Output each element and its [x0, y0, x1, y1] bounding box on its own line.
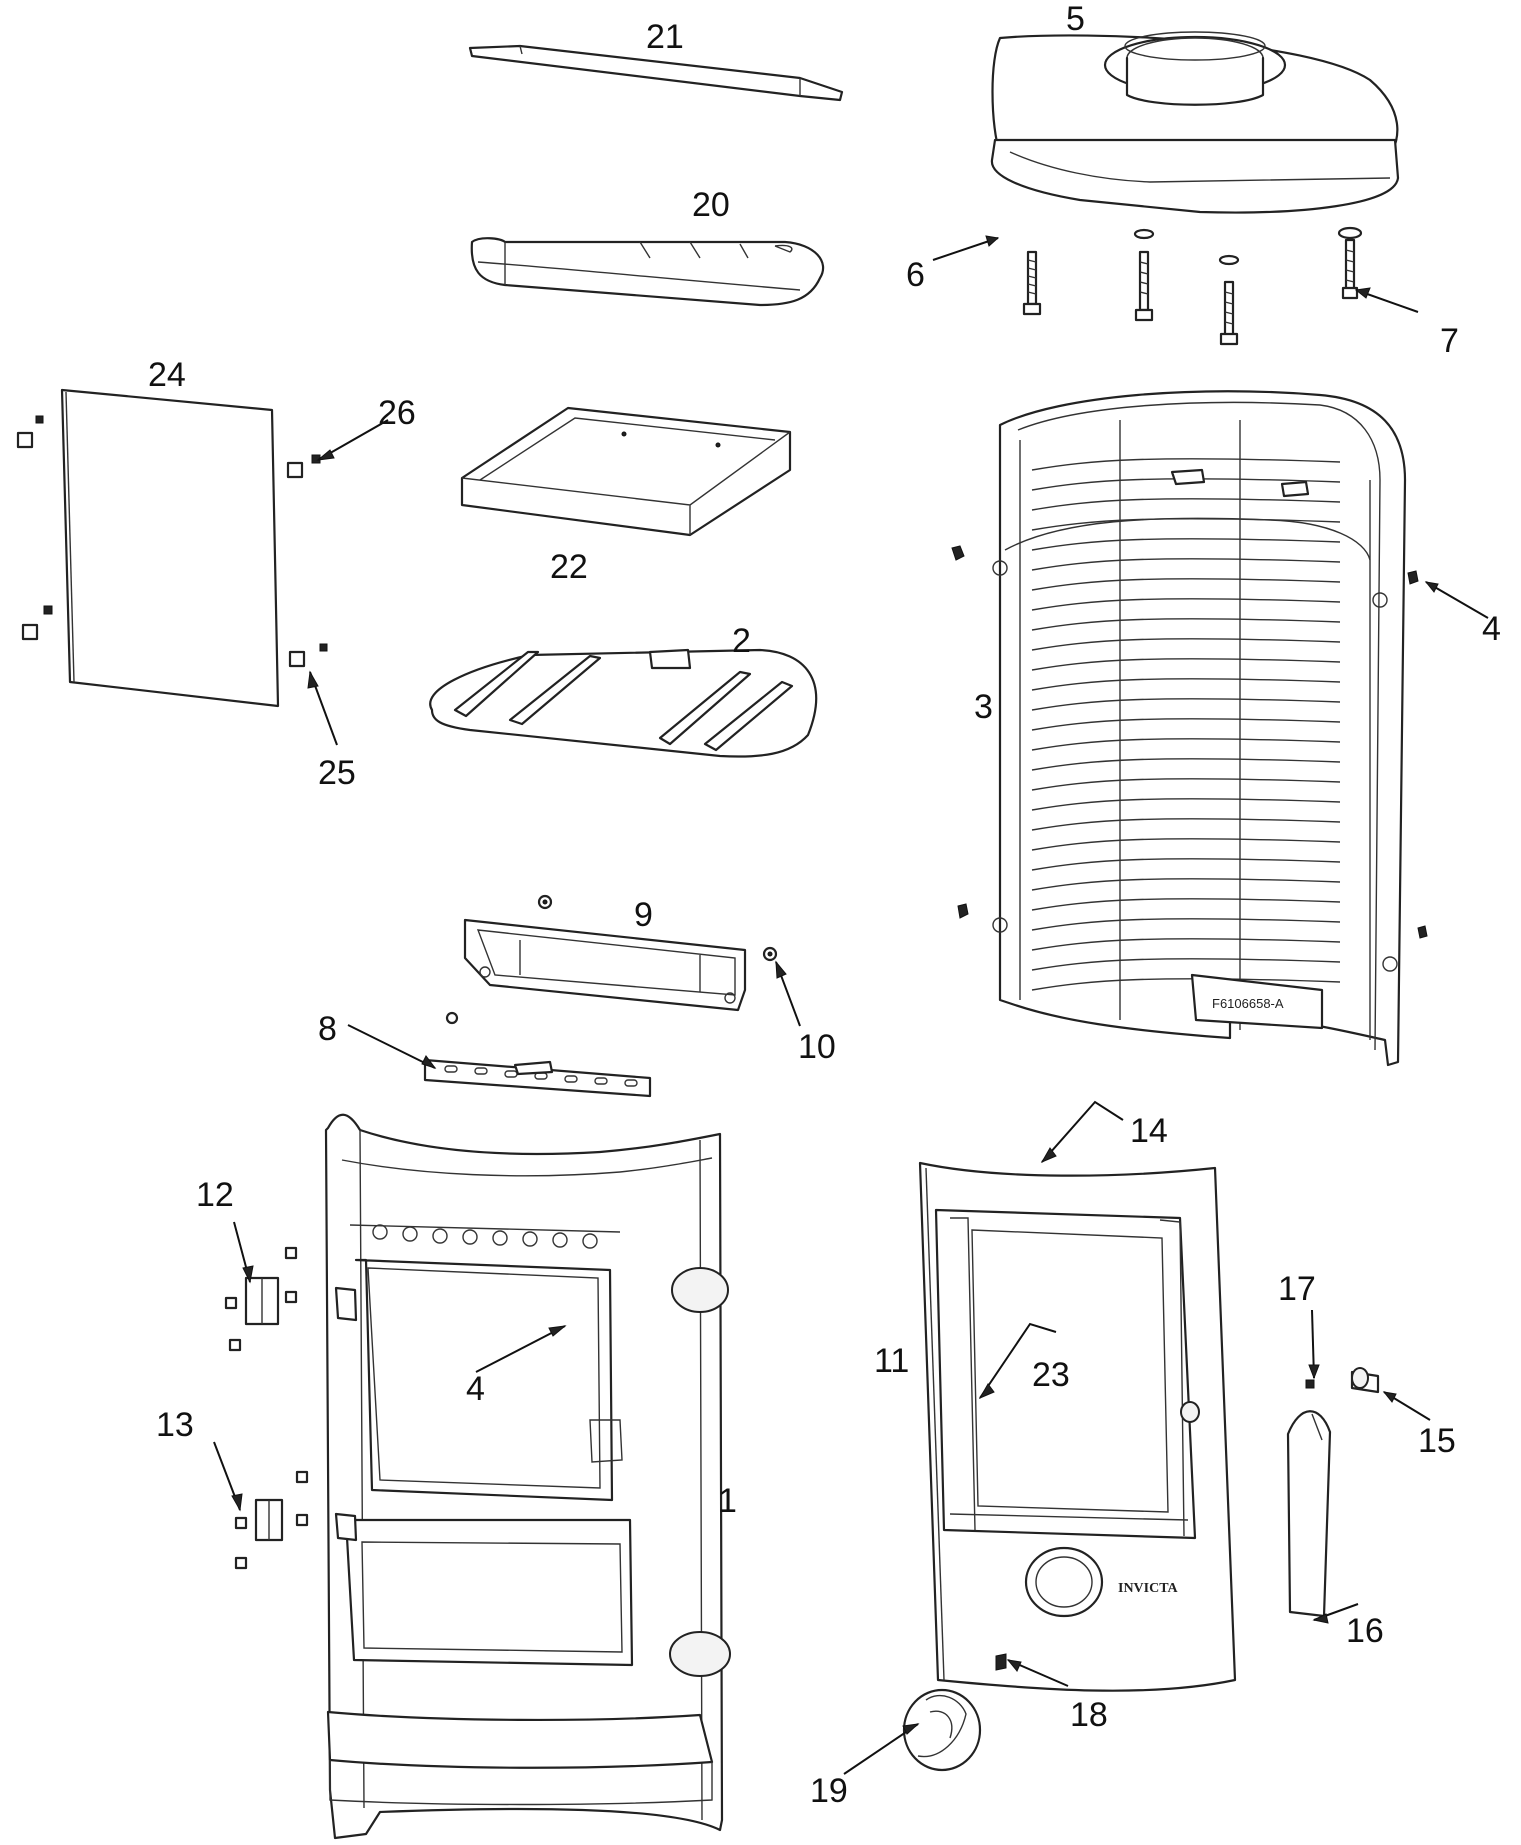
callout-15: 15 — [1418, 1422, 1456, 1460]
bolt-3 — [1218, 254, 1240, 346]
leader-lines — [213, 235, 1489, 1775]
callout-13: 13 — [156, 1406, 194, 1444]
callout-7: 7 — [1440, 322, 1459, 360]
callout-26: 26 — [378, 394, 416, 432]
callout-20: 20 — [692, 186, 730, 224]
part-13-hinge — [234, 1470, 309, 1570]
part-11-door: INVICTA — [918, 1161, 1237, 1692]
callout-19: 19 — [810, 1772, 848, 1810]
callout-3: 3 — [974, 688, 993, 726]
callout-9: 9 — [634, 896, 653, 934]
part-3-back-panel: F6106658-A — [992, 390, 1407, 1067]
callout-11: 11 — [874, 1342, 909, 1380]
part-18-screw — [995, 1653, 1007, 1671]
part-9-support-frame — [445, 894, 778, 1025]
part-17-screw — [1305, 1379, 1315, 1389]
door-brand: INVICTA — [1118, 1581, 1179, 1596]
part-2-grate — [429, 648, 818, 758]
callout-17: 17 — [1278, 1270, 1316, 1308]
callout-23: 23 — [1032, 1356, 1070, 1394]
callout-labels: 21 5 20 6 7 24 26 22 2 25 3 4 9 10 8 14 … — [148, 0, 1501, 1810]
callout-1: 1 — [718, 1482, 737, 1520]
part-20-heat-shield — [470, 237, 825, 307]
part-16-handle — [1286, 1410, 1332, 1618]
part-19-air-control-knob — [902, 1688, 982, 1772]
part-12-hinge — [224, 1246, 298, 1352]
part-8-air-bar — [423, 1058, 652, 1098]
callout-2: 2 — [732, 622, 751, 660]
part-22-ash-tray — [460, 406, 792, 537]
callout-6: 6 — [906, 256, 925, 294]
callout-24: 24 — [148, 356, 186, 394]
bolt-2 — [1133, 228, 1155, 322]
callout-5: 5 — [1066, 0, 1085, 38]
bolt-4 — [1337, 226, 1363, 300]
bolt-1 — [1022, 250, 1042, 316]
callout-4-front: 4 — [466, 1370, 485, 1408]
callout-12: 12 — [196, 1176, 234, 1214]
part-24-side-panel — [60, 388, 280, 708]
parts-25-26-clips — [16, 415, 328, 668]
part-5-top-cover — [990, 31, 1400, 214]
back-panel-stamp: F6106658-A — [1212, 996, 1284, 1011]
parts-6-7-bolts — [1022, 226, 1363, 346]
callout-16: 16 — [1346, 1612, 1384, 1650]
callout-22: 22 — [550, 548, 588, 586]
callout-21: 21 — [646, 18, 684, 56]
part-4-back-screws — [951, 545, 1428, 939]
part-21-baffle-plate — [468, 44, 844, 102]
part-23-door-glass — [971, 1229, 1169, 1513]
callout-18: 18 — [1070, 1696, 1108, 1734]
callout-14: 14 — [1130, 1112, 1168, 1150]
callout-4-back: 4 — [1482, 610, 1501, 648]
callout-8: 8 — [318, 1010, 337, 1048]
part-15-handle-pin — [1350, 1367, 1380, 1394]
part-1-stove-body — [324, 1113, 731, 1840]
callout-10: 10 — [798, 1028, 836, 1066]
callout-25: 25 — [318, 754, 356, 792]
